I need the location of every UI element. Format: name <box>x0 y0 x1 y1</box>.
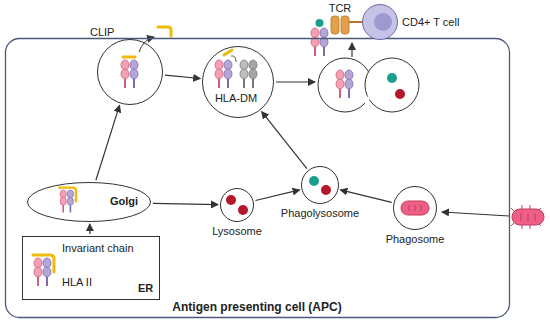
tcr-chain <box>341 16 349 34</box>
flow-arrow <box>165 75 200 78</box>
er-compartment-label: Invariant chain <box>62 242 134 255</box>
uptake-arrow <box>442 212 509 216</box>
transport-arrow <box>351 43 352 57</box>
invariant-fragment <box>158 27 171 36</box>
bacterium <box>401 201 429 215</box>
golgi-apparatus: Golgi <box>27 182 151 222</box>
bacterium-mark <box>409 205 410 211</box>
phagolysosome-outline <box>301 166 339 204</box>
peptide <box>316 19 324 27</box>
transport-arrow <box>276 81 315 82</box>
bacterium-mark <box>421 205 422 211</box>
hla-dm-molecule <box>240 60 257 88</box>
fusion-vesicle <box>365 58 419 112</box>
flow-arrow <box>89 224 91 234</box>
t-cell-outline <box>362 4 398 40</box>
flow-arrow <box>96 105 120 180</box>
phagosome-label: Phagosome <box>386 233 445 246</box>
tcr-chain <box>331 16 339 34</box>
hla-ii-molecule <box>336 70 353 98</box>
antigen-dot <box>226 195 236 205</box>
er-compartment: ER Invariant chainHLA II <box>22 236 160 300</box>
phagolysosome-label: Phagolysosome <box>281 207 359 220</box>
release-arrow <box>231 56 236 62</box>
flow-arrow <box>153 203 218 204</box>
flow-arrow <box>340 190 391 203</box>
tcr-stem <box>349 21 362 23</box>
flow-arrow <box>262 112 307 169</box>
hla-dm-vesicle-outline <box>202 46 274 118</box>
phagosome: Phagosome <box>393 186 437 230</box>
fusion-gap <box>365 85 372 103</box>
clip-vesicle-label: CLIP <box>90 26 114 39</box>
flow-arrow <box>256 190 300 201</box>
hla-ii-molecule <box>59 188 76 213</box>
er-compartment-label: HLA II <box>62 276 92 289</box>
clip-vesicle-outline <box>97 39 163 105</box>
phagolysosome: Phagolysosome <box>301 166 339 204</box>
er-compartment-label: ER <box>138 282 153 295</box>
lysosome-outline <box>220 188 254 222</box>
clip-vesicle: CLIP <box>97 39 163 105</box>
hla-ii-molecule <box>215 60 232 88</box>
lysosome-label: Lysosome <box>212 225 262 238</box>
hla-dm-vesicle: HLA-DM <box>202 46 274 118</box>
hla-ii-molecule <box>121 57 138 88</box>
hla-dm-vesicle-label: HLA-DM <box>215 92 257 105</box>
antigen-dot <box>238 205 248 215</box>
cell-boundary: Antigen presenting cell (APC) ER Invariant… <box>5 38 510 318</box>
t-cell: CD4+ T cell <box>362 4 398 40</box>
peptide <box>395 89 405 99</box>
fusion-vesicle <box>318 58 372 112</box>
antigen-dot <box>321 185 331 195</box>
cell-boundary-label: Antigen presenting cell (APC) <box>172 300 341 314</box>
bacterium <box>511 205 544 229</box>
molecule-label: TCR <box>329 2 352 15</box>
peptide <box>309 176 319 186</box>
golgi-apparatus-label: Golgi <box>110 195 138 208</box>
bacterium-mark <box>415 205 416 211</box>
lysosome: Lysosome <box>220 188 254 222</box>
hla-ii-molecule <box>311 28 328 56</box>
clip-fragment <box>224 50 232 55</box>
peptide <box>387 73 397 83</box>
t-cell-label: CD4+ T cell <box>402 16 459 29</box>
hla-ii-molecule <box>33 255 54 286</box>
phagosome-outline <box>393 186 437 230</box>
